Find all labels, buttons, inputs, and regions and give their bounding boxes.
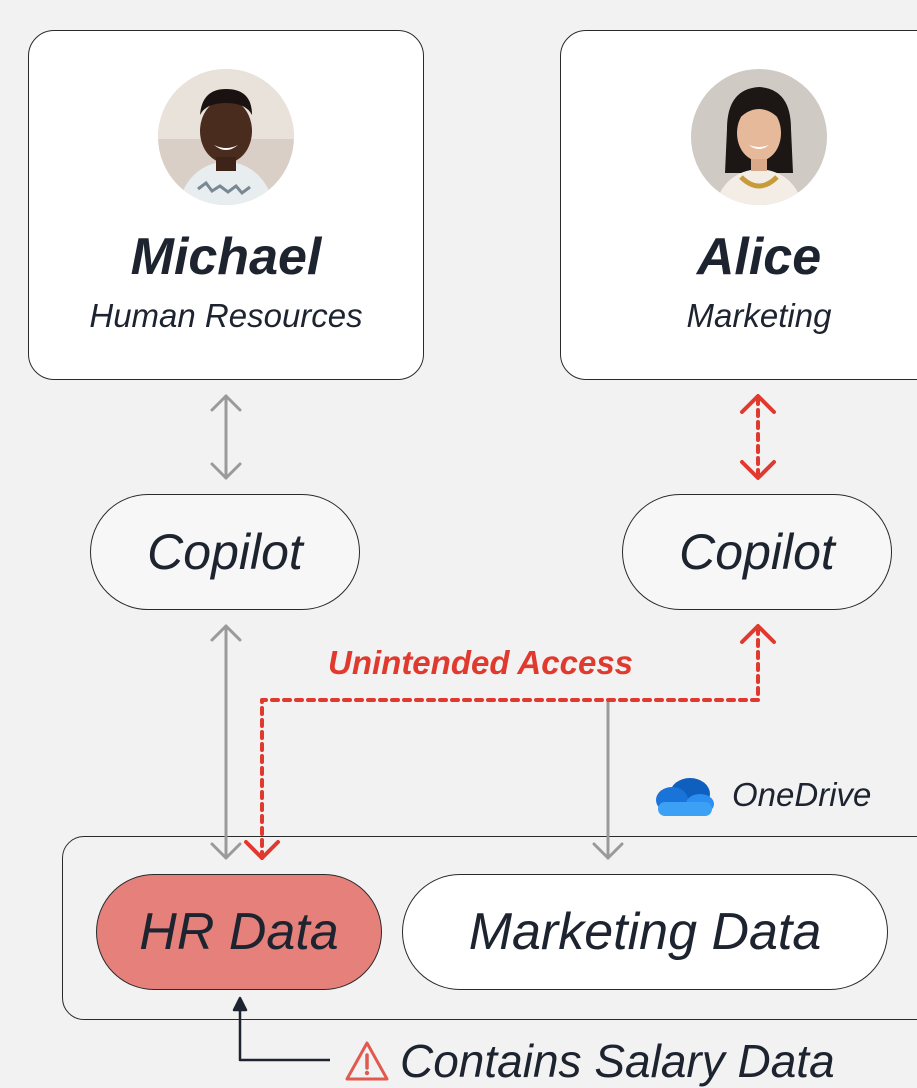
onedrive-cloud-icon	[656, 778, 714, 816]
copilot-hr-arrow	[210, 624, 242, 860]
salary-note-label: Contains Salary Data	[400, 1035, 835, 1087]
michael-avatar	[158, 69, 294, 205]
alice-department: Marketing	[686, 297, 832, 334]
marketing-data-pill: Marketing Data	[402, 874, 888, 990]
salary-note: Contains Salary Data	[344, 1034, 835, 1088]
michael-department: Human Resources	[89, 297, 363, 334]
michael-card: Michael Human Resources	[28, 30, 424, 380]
alice-card: Alice Marketing	[560, 30, 917, 380]
warning-triangle-icon	[345, 1041, 389, 1081]
copilot-alice: Copilot	[622, 494, 892, 610]
alice-avatar	[691, 69, 827, 205]
onedrive-marketing-arrow	[592, 698, 624, 860]
michael-name: Michael	[130, 228, 322, 286]
alice-name: Alice	[696, 228, 822, 286]
unintended-access-label: Unintended Access	[328, 644, 634, 681]
copilot-michael: Copilot	[90, 494, 360, 610]
onedrive-label: OneDrive	[732, 776, 872, 813]
hr-data-pill: HR Data	[96, 874, 382, 990]
michael-copilot-arrow	[210, 394, 242, 480]
alice-copilot-unintended-arrow	[740, 394, 776, 480]
